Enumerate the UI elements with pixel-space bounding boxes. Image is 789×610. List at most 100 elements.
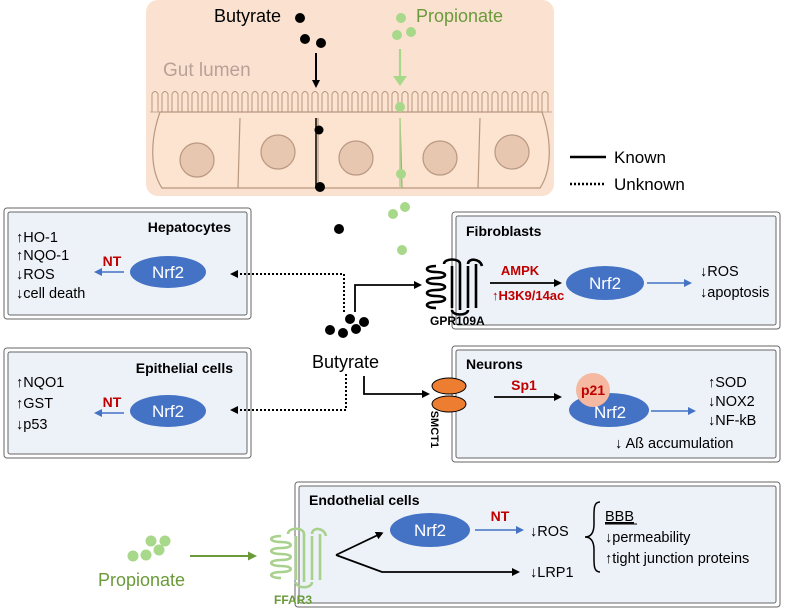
central-butyrate: Butyrate [312,314,379,372]
microvillus [261,91,269,112]
hepatocytes-nrf2-label: Nrf2 [152,263,184,282]
hepatocytes-nrf2-node [130,256,206,288]
bbb-title: BBB [605,509,634,525]
epithelial-nrf2-node [130,395,206,427]
microvillus [531,91,539,112]
microvillus [451,91,459,112]
propionate-molecules-top [388,13,416,255]
propionate-label-top: Propionate [416,6,503,26]
microvillus [411,91,419,112]
microvillus [301,91,309,112]
epithelial-nrf2-label: Nrf2 [152,402,184,421]
legend-unknown-label: Unknown [614,175,685,194]
legend: Known Unknown [570,148,685,194]
microvillus [201,91,209,112]
p21-label: p21 [581,382,605,398]
smct1-transporter-icon [431,395,467,413]
endothelial-panel: Endothelial cells Nrf2 NT ↓ROS ↓LRP1 BBB… [294,481,781,608]
endothelial-title: Endothelial cells [309,492,420,508]
microvillus [341,91,349,112]
microvillus [161,91,169,112]
gut-epithelium [150,111,552,189]
neurons-title: Neurons [466,356,523,372]
smct1-label: SMCT1 [428,411,440,448]
gpr109a-label: GPR109A [430,314,485,328]
microvillus [441,91,449,112]
cell-nucleus [422,140,458,176]
butyrate-label-top: Butyrate [214,6,281,26]
microvillus [491,91,499,112]
fibroblasts-effect: ↓ROS [700,264,739,280]
cell-nucleus [179,142,215,178]
ffar3-label: FFAR3 [274,593,312,607]
neurons-panel: Neurons SMCT1 Sp1 p21 Nrf2 ↑SOD ↓NOX2 ↓N… [428,345,781,463]
microvillus [501,91,509,112]
fibroblasts-panel: Fibroblasts GPR109A AMPK ↑H3K9/14ac Nrf2… [425,211,781,330]
smct1-transporter-icon [431,377,467,395]
microvillus [331,91,339,112]
gpr109a-receptor-icon [425,258,484,316]
neurons-abeta: ↓ Aß accumulation [615,436,733,452]
fibroblasts-title: Fibroblasts [466,223,542,239]
microvillus [461,91,469,112]
microvillus [221,91,229,112]
endothelial-fork [335,531,520,576]
bbb-brace [584,501,601,573]
epithelial-title: Epithelial cells [136,360,233,376]
microvillus [321,91,329,112]
microvillus [521,91,529,112]
neurons-sp1: Sp1 [511,377,537,393]
microvillus [191,91,199,112]
epithelial-nt-label: NT [103,394,122,410]
fibroblasts-nrf2-node [566,266,644,300]
microvillus [181,91,189,112]
cell-nucleus [338,140,374,176]
epithelial-effect: ↓p53 [16,417,47,433]
neurons-effect: ↓NOX2 [708,394,755,410]
endothelial-lrp1: ↓LRP1 [530,565,574,581]
hepatocytes-title: Hepatocytes [148,219,231,235]
known-connectors [354,281,430,398]
fibroblasts-ampk: AMPK [501,263,540,278]
neurons-effect: ↑SOD [708,375,747,391]
central-butyrate-label: Butyrate [312,352,379,372]
microvillus [541,91,549,112]
microvillus [431,91,439,112]
propionate-molecules-bottom [127,535,171,562]
fibroblasts-effect: ↓apoptosis [700,285,769,301]
microvillus [281,91,289,112]
endothelial-ros: ↓ROS [530,524,569,540]
hepatocytes-effect: ↑NQO-1 [16,248,69,264]
hepatocytes-effect: ↓ROS [16,267,55,283]
hepatocytes-nt-label: NT [103,253,122,269]
butyrate-molecules-top [295,13,344,234]
hepatocytes-effect: ↑HO-1 [16,230,58,246]
microvillus [151,91,159,112]
ffar3-receptor-icon [269,527,328,589]
microvillus [231,91,239,112]
bbb-effect: ↓permeability [605,530,691,546]
fibroblasts-nrf2-label: Nrf2 [589,274,621,293]
unknown-connectors [230,270,347,414]
microvillus [371,91,379,112]
microvillus [381,91,389,112]
legend-known-label: Known [614,148,666,167]
microvillus [481,91,489,112]
microvillus [471,91,479,112]
endothelial-nrf2-label: Nrf2 [414,521,446,540]
cell-nucleus [494,134,530,170]
neurons-effect: ↓NF-kB [708,413,756,429]
microvillus [291,91,299,112]
epithelial-panel: Epithelial cells ↑NQO1 ↑GST ↓p53 NT Nrf2 [3,347,252,459]
cell-nucleus [260,134,296,170]
gut-lumen: Gut lumen Butyrate Propionate [146,0,554,196]
microvillus [421,91,429,112]
microvillus [351,91,359,112]
microvillus [251,91,259,112]
neurons-nrf2-label: Nrf2 [594,403,626,422]
propionate-label-bottom: Propionate [98,570,185,590]
microvillus [271,91,279,112]
hepatocytes-panel: Hepatocytes ↑HO-1 ↑NQO-1 ↓ROS ↓cell deat… [3,207,252,320]
microvillus [171,91,179,112]
